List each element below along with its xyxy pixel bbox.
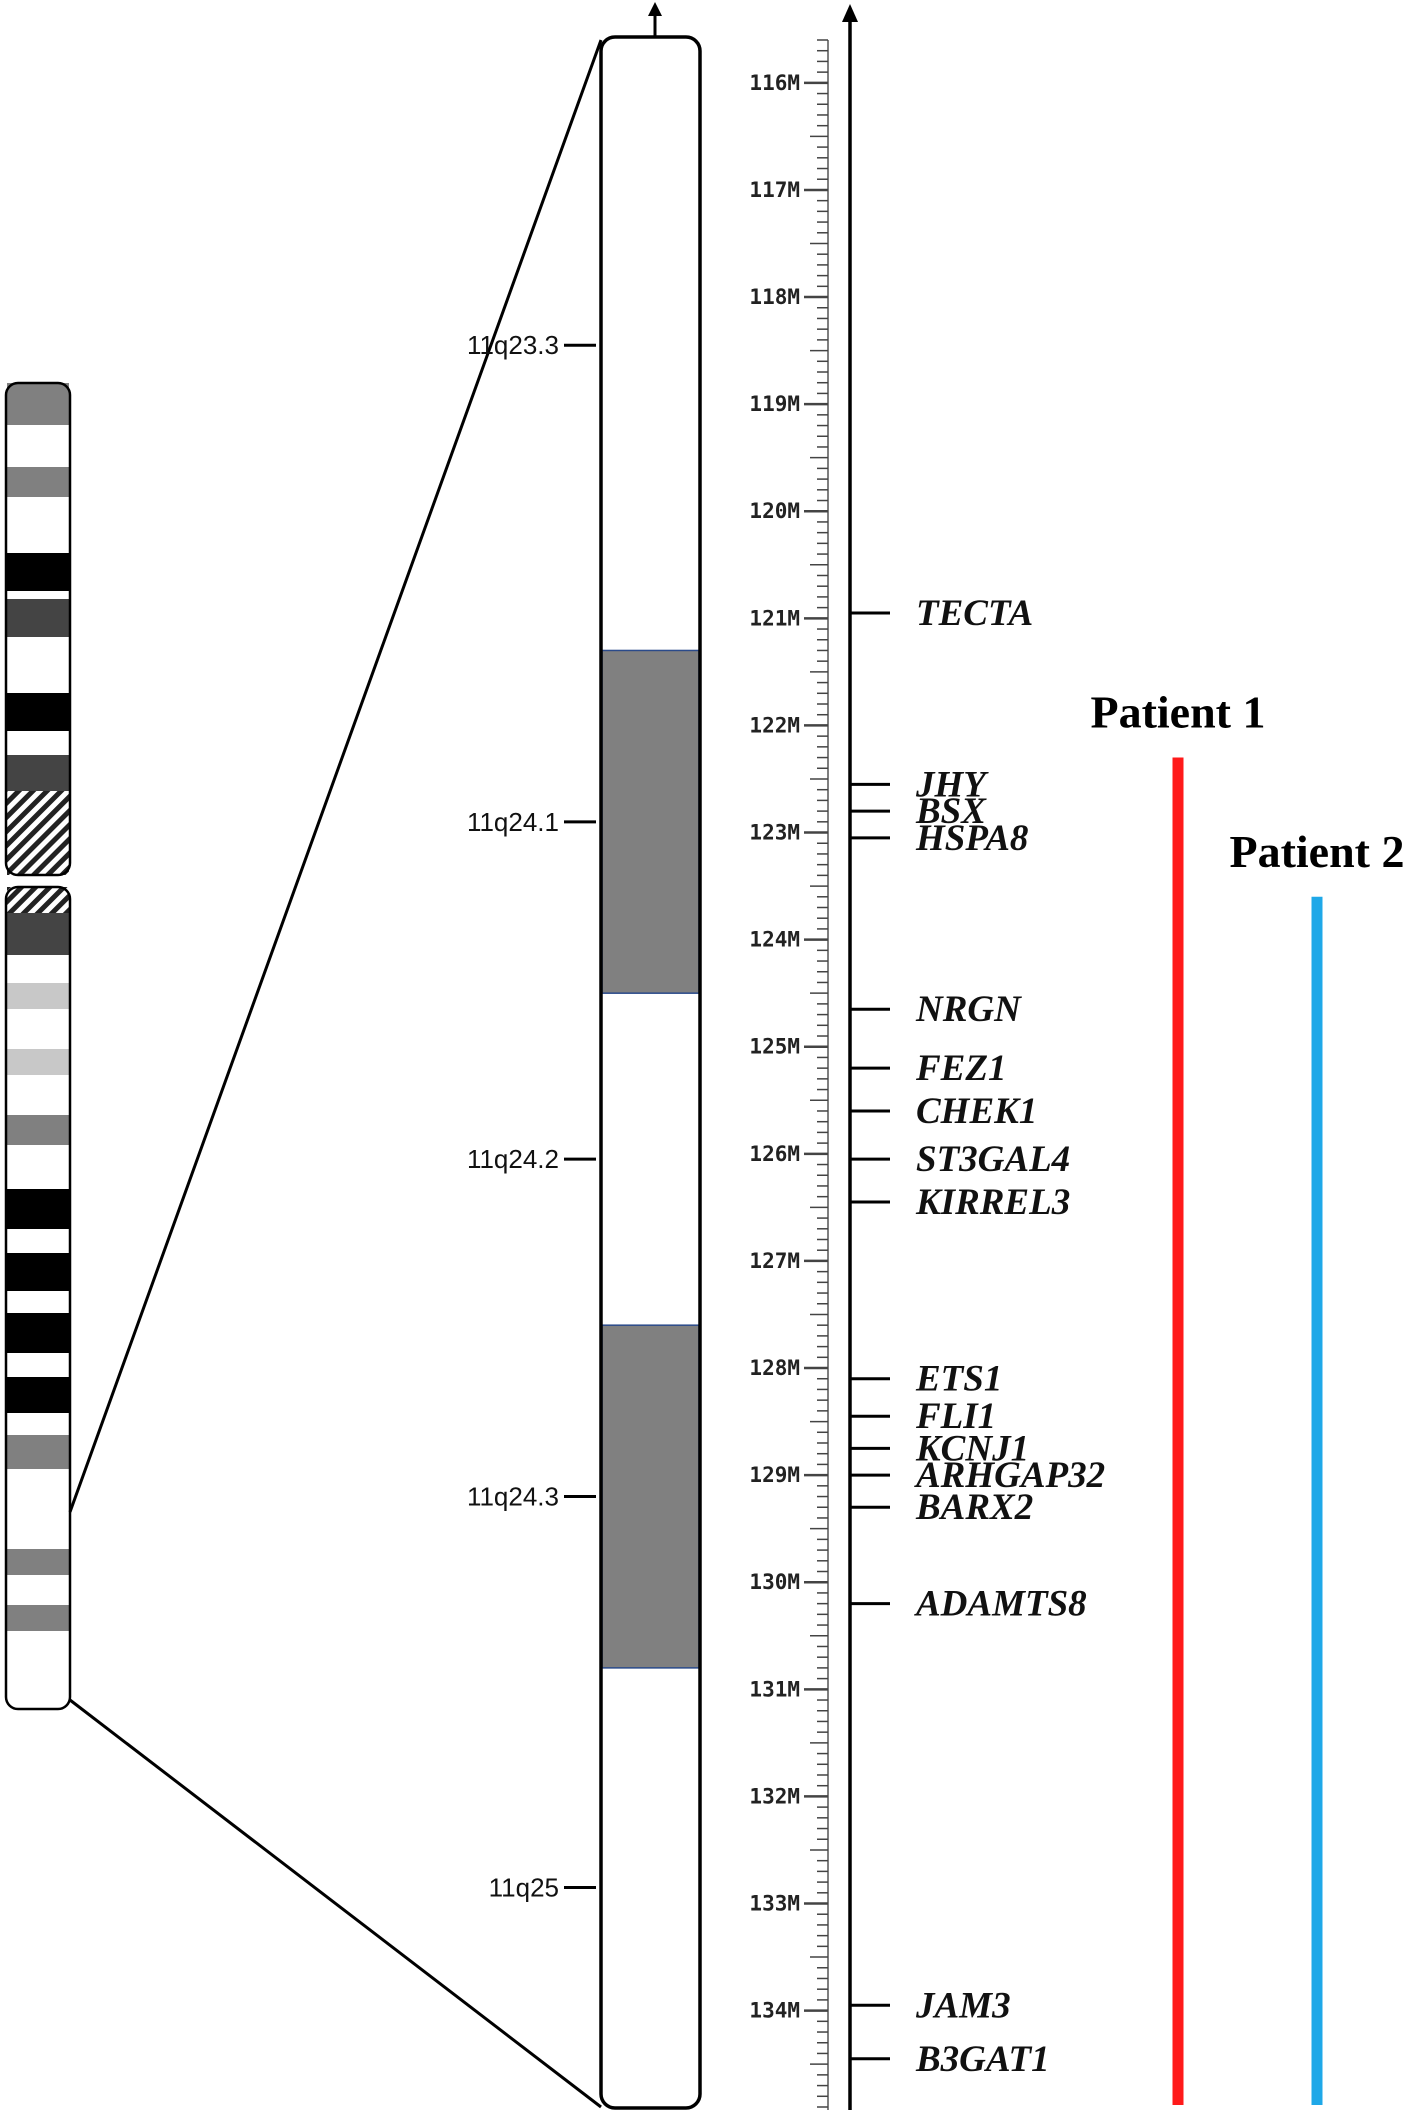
ideogram-band — [7, 1049, 69, 1075]
ideogram-band — [7, 383, 69, 425]
ideogram-band — [7, 693, 69, 731]
band-label: 11q24.3 — [467, 1482, 559, 1512]
gene-label: NRGN — [915, 989, 1022, 1030]
scale-tick-label: 126M — [749, 1142, 800, 1166]
enlarged-region-outline — [599, 35, 702, 2110]
band-labels: 11q23.3 11q24.1 11q24.2 11q24.3 11q25 — [467, 330, 596, 1902]
megabase-scale: 116M 117M 118M 119M 120M 121M 122M 123M 124M 125M… — [749, 39, 829, 2110]
ideogram-band — [7, 637, 69, 693]
gene-label: B3GAT1 — [915, 2039, 1050, 2080]
gene-label: FLI1 — [915, 1396, 996, 1437]
scale-tick-label: 121M — [749, 606, 800, 630]
gene-label: TECTA — [916, 593, 1033, 634]
gene-label: ADAMTS8 — [914, 1584, 1087, 1625]
gene-label: KIRREL3 — [915, 1182, 1070, 1223]
gene-label: BSX — [915, 791, 987, 832]
ideogram-band — [7, 1291, 69, 1313]
ideogram-band — [7, 955, 69, 983]
band-label: 11q24.2 — [467, 1144, 559, 1174]
ideogram-band — [7, 467, 69, 497]
gene-label: HSPA8 — [915, 818, 1028, 859]
ideogram-band — [7, 591, 69, 599]
band-label: 11q23.3 — [467, 330, 559, 360]
ideogram-band — [7, 425, 69, 467]
enlarged-band-shaded — [601, 1324, 700, 1669]
scale-tick-label: 124M — [749, 928, 800, 952]
scale-tick-label: 133M — [749, 1892, 800, 1916]
scale-tick-label: 122M — [749, 713, 800, 737]
patient-deletions: Patient 1 Patient 2 — [1090, 687, 1405, 2105]
ideogram-band — [7, 1605, 69, 1631]
scale-tick-label: 131M — [749, 1677, 800, 1701]
ideogram-band — [7, 497, 69, 553]
scale-tick-label: 125M — [749, 1035, 800, 1059]
ideogram-bands — [7, 383, 69, 1709]
ideogram-band — [7, 913, 69, 955]
ideogram-band — [7, 1229, 69, 1253]
ideogram-band — [7, 553, 69, 591]
scale-tick-label: 134M — [749, 1999, 800, 2023]
scale-tick-label: 123M — [749, 821, 800, 845]
ideogram-band — [7, 887, 69, 913]
ideogram-band — [7, 1377, 69, 1413]
scale-tick-label: 120M — [749, 499, 800, 523]
scale-tick-label: 117M — [749, 178, 800, 202]
gene-label: BARX2 — [915, 1487, 1033, 1528]
gene-label: ETS1 — [915, 1359, 1002, 1400]
band-label: 11q25 — [489, 1872, 559, 1902]
scale-tick-label: 118M — [749, 285, 800, 309]
ideogram-band — [7, 1631, 69, 1709]
band-label: 11q24.1 — [467, 807, 559, 837]
ideogram-band — [7, 755, 69, 791]
ideogram-band — [7, 1115, 69, 1145]
ideogram-band — [7, 1435, 69, 1469]
ideogram-band — [7, 1075, 69, 1115]
gene-label: KCNJ1 — [915, 1428, 1029, 1469]
ideogram-band — [7, 1253, 69, 1291]
scale-tick-label: 129M — [749, 1463, 800, 1487]
ideogram-band — [7, 1469, 69, 1549]
ideogram-band — [7, 1353, 69, 1377]
scale-tick-label: 130M — [749, 1570, 800, 1594]
enlarged-bands — [601, 649, 700, 1669]
scale-tick-label: 119M — [749, 392, 800, 416]
enlarged-11q-region: 11q23.3 11q24.1 11q24.2 11q24.3 11q25 — [467, 2, 702, 2110]
zoom-connector-top — [68, 39, 603, 1513]
ideogram-band — [7, 1189, 69, 1229]
patient-2-label: Patient 2 — [1229, 826, 1404, 877]
scale-ticks — [804, 39, 829, 2110]
gene-label: FEZ1 — [915, 1048, 1006, 1089]
ideogram-band — [7, 1009, 69, 1049]
ideogram-band — [7, 983, 69, 1009]
gene-label: ARHGAP32 — [914, 1455, 1105, 1496]
telomere-arrow-head — [648, 2, 662, 16]
ideogram-upper-arm-outline — [4, 381, 72, 877]
ideogram-lower-arm-outline — [4, 885, 72, 1711]
gene-axis-arrow-head — [842, 4, 858, 22]
ideogram-band — [7, 599, 69, 637]
ideogram-band — [7, 791, 69, 875]
scale-tick-label: 132M — [749, 1784, 800, 1808]
gene-label: CHEK1 — [916, 1091, 1037, 1132]
ideogram-band — [7, 731, 69, 755]
chromosome-11-ideogram — [4, 381, 72, 1711]
ideogram-band — [7, 1313, 69, 1353]
ideogram-band — [7, 1413, 69, 1435]
zoom-connector-bottom — [69, 1698, 602, 2109]
patient-1-label: Patient 1 — [1090, 687, 1265, 738]
scale-tick-label: 127M — [749, 1249, 800, 1273]
enlarged-band-shaded — [601, 649, 700, 994]
scale-tick-label: 116M — [749, 71, 800, 95]
ideogram-band — [7, 1575, 69, 1605]
scale-tick-label: 128M — [749, 1356, 800, 1380]
gene-label: ST3GAL4 — [916, 1139, 1070, 1180]
ideogram-band — [7, 1549, 69, 1575]
gene-label: JHY — [915, 764, 989, 805]
ideogram-band — [7, 1145, 69, 1189]
gene-label: JAM3 — [915, 1985, 1011, 2026]
scale-labels: 116M 117M 118M 119M 120M 121M 122M 123M 124M 125M… — [749, 71, 800, 2023]
